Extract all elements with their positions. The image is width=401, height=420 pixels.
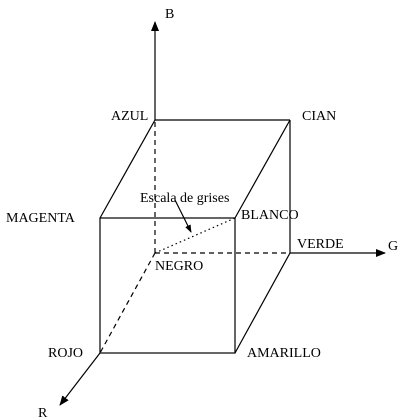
vertex-label-blanco: BLANCO	[241, 208, 299, 223]
edge-verde-amarillo	[234, 252, 291, 354]
vertex-label-negro: NEGRO	[155, 259, 203, 274]
axis-label-b: B	[165, 7, 174, 22]
gray-scale-label: Escala de grises	[140, 191, 229, 206]
edge-cian-blanco	[234, 119, 291, 219]
edge-negro-rojo	[99, 252, 156, 354]
vertex-label-verde: VERDE	[297, 237, 344, 252]
vertex-label-cian: CIAN	[302, 109, 336, 124]
gray-scale-arrow	[174, 199, 192, 233]
vertex-label-amarillo: AMARILLO	[247, 346, 321, 361]
front-face	[99, 217, 236, 354]
r-axis	[59, 352, 101, 406]
vertex-label-magenta: MAGENTA	[6, 211, 76, 226]
axis-label-g: G	[388, 239, 398, 254]
gray-scale-line	[154, 217, 236, 254]
axis-label-r: R	[38, 406, 48, 420]
vertex-label-azul: AZUL	[111, 109, 148, 124]
edge-azul-magenta	[99, 119, 156, 219]
vertex-label-rojo: ROJO	[48, 346, 83, 361]
